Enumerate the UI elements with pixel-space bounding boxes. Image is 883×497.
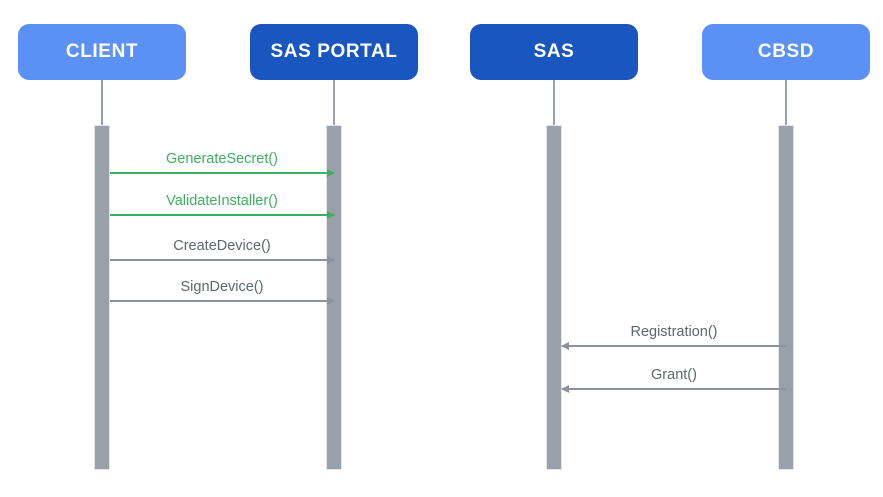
arrowhead-icon-2 bbox=[327, 255, 335, 264]
message-label-2: CreateDevice() bbox=[173, 237, 271, 254]
message-line-1 bbox=[110, 214, 334, 216]
message-label-0: GenerateSecret() bbox=[165, 150, 279, 167]
message-label-5: Grant() bbox=[651, 366, 697, 383]
message-line-5 bbox=[562, 388, 786, 390]
lifeline-cbsd bbox=[785, 80, 787, 125]
message-arrow-2: CreateDevice() bbox=[110, 238, 335, 264]
actor-label-sas-portal: SAS PORTAL bbox=[270, 41, 398, 62]
message-line-2 bbox=[110, 259, 334, 261]
actor-box-cbsd[interactable]: CBSD bbox=[702, 24, 870, 80]
message-arrow-1: ValidateInstaller() bbox=[110, 193, 335, 219]
arrowhead-icon-5 bbox=[561, 384, 569, 393]
actor-box-sas[interactable]: SAS bbox=[470, 24, 638, 80]
message-arrow-4: Registration() bbox=[561, 324, 786, 350]
message-label-4: Registration() bbox=[630, 323, 718, 340]
arrowhead-icon-0 bbox=[327, 168, 335, 177]
message-arrow-5: Grant() bbox=[561, 367, 786, 393]
message-line-4 bbox=[562, 345, 786, 347]
message-label-1: ValidateInstaller() bbox=[166, 192, 278, 209]
message-line-3 bbox=[110, 300, 334, 302]
actor-label-cbsd: CBSD bbox=[757, 41, 815, 62]
lifeline-client bbox=[101, 80, 103, 125]
lifeline-sas-portal bbox=[333, 80, 335, 125]
activation-bar-cbsd bbox=[778, 125, 794, 470]
actor-label-sas: SAS bbox=[533, 41, 575, 62]
message-line-0 bbox=[110, 172, 334, 174]
arrowhead-icon-1 bbox=[327, 210, 335, 219]
actor-box-client[interactable]: CLIENT bbox=[18, 24, 186, 80]
actor-box-sas-portal[interactable]: SAS PORTAL bbox=[250, 24, 418, 80]
message-label-3: SignDevice() bbox=[180, 278, 264, 295]
message-arrow-3: SignDevice() bbox=[110, 279, 335, 305]
arrowhead-icon-3 bbox=[327, 296, 335, 305]
actor-label-client: CLIENT bbox=[65, 41, 139, 62]
activation-bar-sas bbox=[546, 125, 562, 470]
arrowhead-icon-4 bbox=[561, 341, 569, 350]
activation-bar-client bbox=[94, 125, 110, 470]
message-arrow-0: GenerateSecret() bbox=[110, 151, 335, 177]
lifeline-sas bbox=[553, 80, 555, 125]
